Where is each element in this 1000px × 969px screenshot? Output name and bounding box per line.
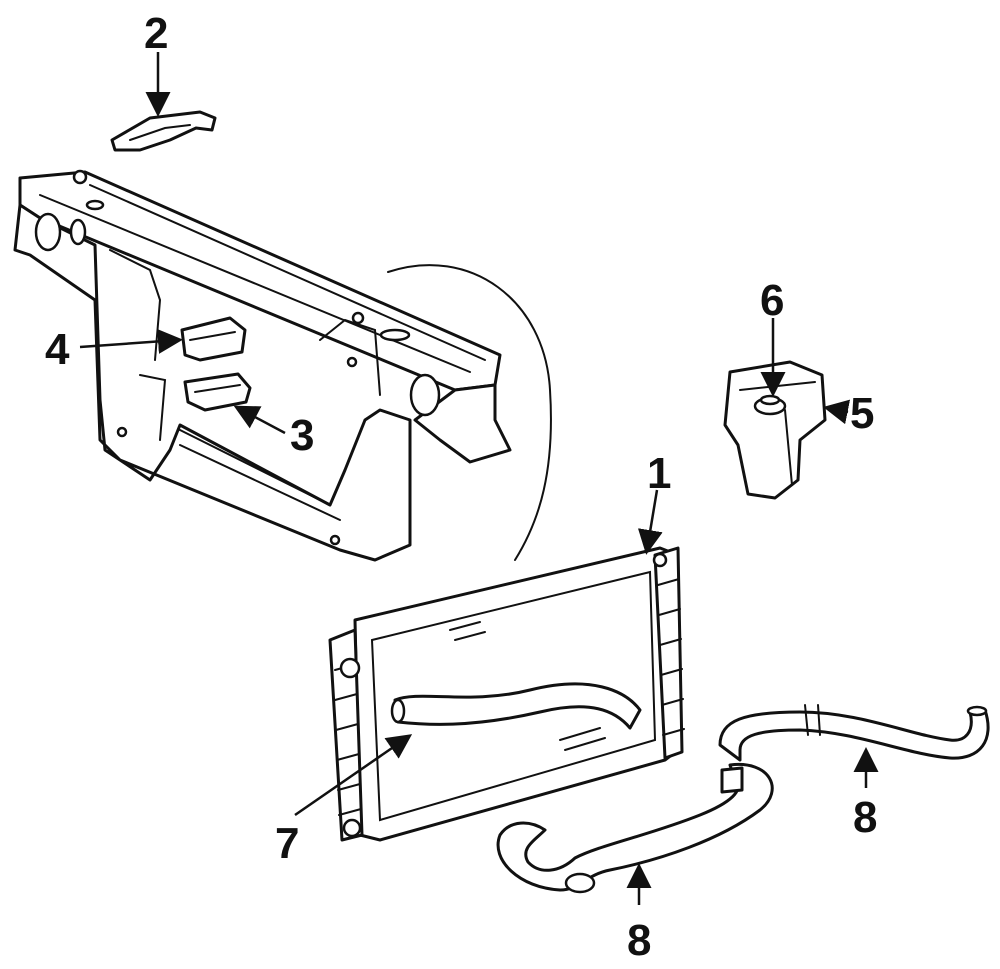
- upper-bracket: [110, 110, 217, 152]
- lower-insulator: [183, 372, 252, 412]
- coolant-reservoir: [723, 360, 827, 500]
- radiator-support-frame: [13, 169, 512, 562]
- callout-7: 7: [275, 819, 299, 868]
- callout-4: 4: [45, 325, 70, 374]
- callout-8-bottom: 8: [627, 916, 651, 965]
- callout-3: 3: [290, 411, 314, 460]
- callout-1: 1: [647, 449, 671, 498]
- upper-insulator: [180, 316, 247, 362]
- callout-5: 5: [850, 389, 874, 438]
- lower-radiator-hose-right: [718, 704, 990, 762]
- callout-6: 6: [760, 276, 784, 325]
- upper-radiator-hose: [390, 682, 642, 730]
- leader-lines: [79, 52, 879, 905]
- lower-radiator-hose-bottom: [496, 762, 774, 894]
- callout-8-right: 8: [853, 793, 877, 842]
- fan-shroud-arc: [387, 264, 552, 561]
- callout-2: 2: [144, 9, 168, 58]
